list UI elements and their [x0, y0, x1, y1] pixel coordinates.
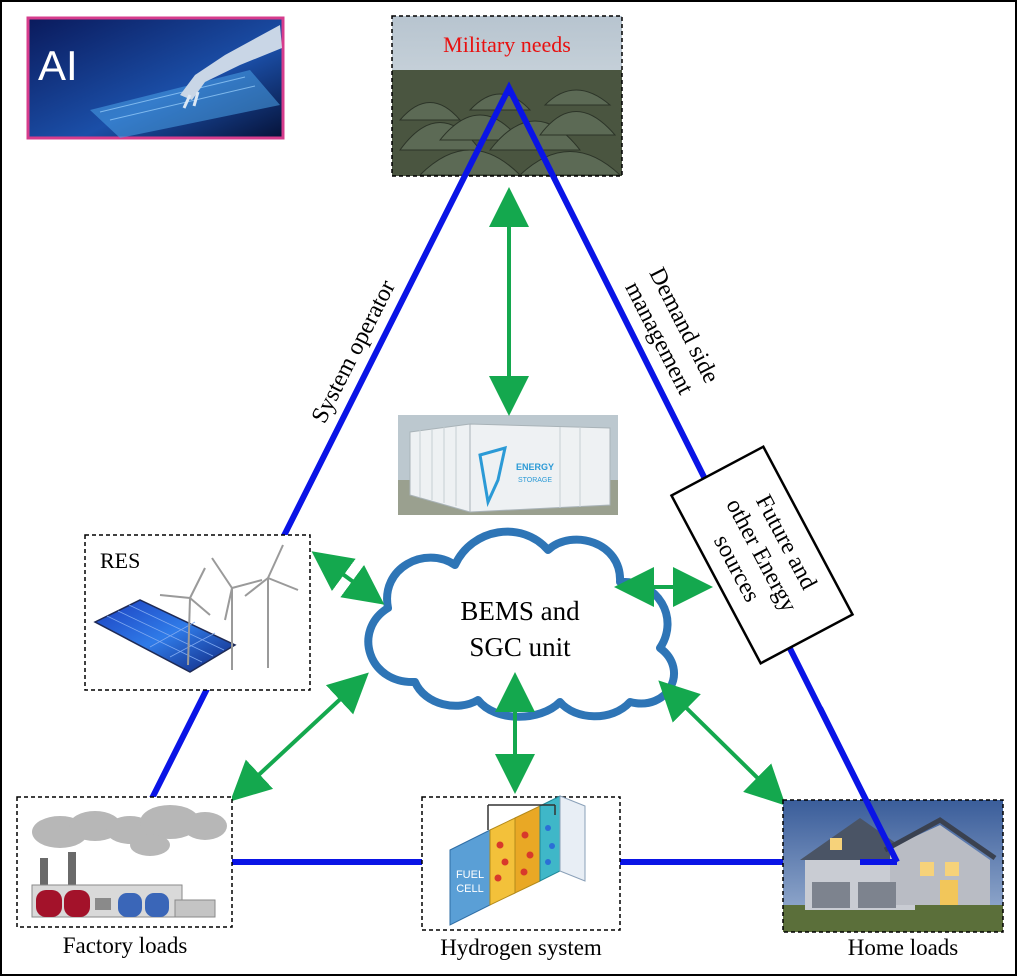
wind-turbine-icon — [159, 544, 299, 670]
cloud-label-line-2: SGC unit — [469, 632, 571, 662]
bems-sgc-cloud: BEMS and SGC unit — [364, 527, 678, 721]
factory-icon — [31, 852, 216, 918]
solar-panel-icon — [93, 599, 237, 673]
arrow-res-cloud — [311, 551, 385, 605]
res-label: RES — [100, 548, 140, 573]
connection-arrows — [230, 187, 786, 806]
fuel-cell-icon: FUEL CELL — [449, 795, 586, 926]
energy-storage-node: ENERGY STORAGE — [398, 415, 618, 515]
fuel-cell-text-2: CELL — [456, 883, 484, 895]
arrow-cloud-home — [658, 680, 786, 806]
hydrogen-system-label: Hydrogen system — [440, 935, 602, 960]
res-node: RES — [84, 534, 311, 691]
factory-loads-node: Factory loads — [16, 796, 233, 958]
ai-badge-text: AI — [38, 42, 78, 89]
factory-loads-label: Factory loads — [63, 933, 188, 958]
fuel-cell-text-1: FUEL — [456, 869, 484, 881]
home-loads-node: Home loads — [782, 799, 1004, 960]
arrow-cloud-factory — [230, 672, 369, 802]
energy-storage-logo-text-1: ENERGY — [516, 462, 554, 472]
hydrogen-system-node: FUEL CELL Hydrogen system — [421, 795, 621, 960]
house-icon — [800, 817, 997, 910]
military-needs-label: Military needs — [443, 32, 571, 57]
home-loads-label: Home loads — [848, 935, 959, 960]
smoke-icon — [32, 805, 227, 856]
ai-badge: AI — [26, 16, 285, 140]
energy-storage-logo-icon — [478, 445, 507, 508]
cloud-label-line-1: BEMS and — [460, 596, 580, 626]
robot-arm-icon — [180, 25, 282, 100]
triangle-overlay-right — [817, 706, 900, 864]
energy-storage-logo-text-2: STORAGE — [518, 477, 552, 484]
